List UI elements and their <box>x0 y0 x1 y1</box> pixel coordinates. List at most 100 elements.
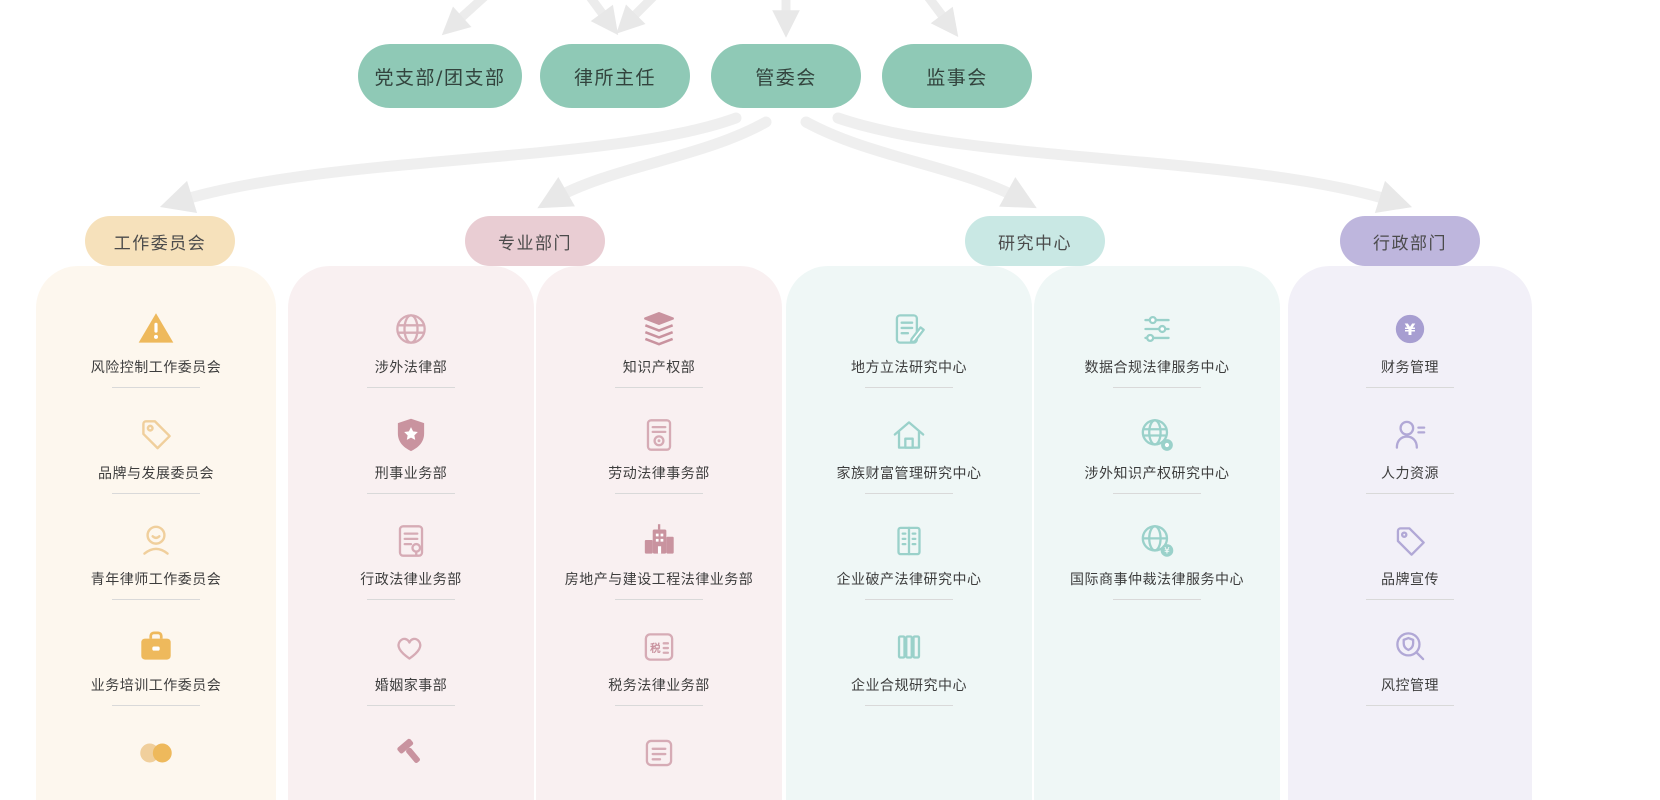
panel-committees: 风险控制工作委员会 品牌与发展委员会 青年律师工作委员会 业务培训工作委员会 <box>36 266 276 800</box>
org-item-label: 品牌与发展委员会 <box>98 466 214 482</box>
hearts-icon <box>397 637 422 660</box>
underline <box>615 493 703 494</box>
underline <box>1113 599 1201 600</box>
node-firm-director: 律所主任 <box>540 44 690 108</box>
arrow-top-3 <box>616 0 657 34</box>
sliders-icon <box>1144 315 1170 343</box>
org-item: 劳动法律事务部 <box>536 414 782 520</box>
gavel-icon <box>397 738 420 764</box>
org-item-label: 企业破产法律研究中心 <box>836 572 982 588</box>
underline <box>1366 599 1454 600</box>
underline <box>865 387 953 388</box>
org-item-label: 业务培训工作委员会 <box>90 678 222 694</box>
org-item: 地方立法研究中心 <box>786 308 1032 414</box>
document-badge-icon <box>646 419 672 451</box>
arrow-top-5 <box>924 0 959 38</box>
panel-research-right: 数据合规法律服务中心 涉外知识产权研究中心 ¥ 国际商事仲裁法律服务中心 <box>1034 266 1280 800</box>
org-item: 人力资源 <box>1288 414 1532 520</box>
org-item-label: 风控管理 <box>1381 678 1439 694</box>
org-item: ¥ 财务管理 <box>1288 308 1532 414</box>
arrow-to-research <box>800 116 1037 209</box>
underline <box>615 599 703 600</box>
books-icon <box>644 311 674 346</box>
house-icon <box>893 421 925 449</box>
org-item: 业务培训工作委员会 <box>36 626 276 732</box>
org-item-label: 涉外法律部 <box>374 360 448 376</box>
ledger-icon <box>897 526 921 556</box>
org-item-label: 刑事业务部 <box>374 466 448 482</box>
org-item: 知识产权部 <box>536 308 782 414</box>
org-item-label: 国际商事仲裁法律服务中心 <box>1070 572 1244 588</box>
underline <box>367 387 455 388</box>
org-item: 企业合规研究中心 <box>786 626 1032 732</box>
header-committees: 工作委员会 <box>85 216 235 266</box>
shield-star-icon <box>397 418 425 452</box>
org-item-label: 劳动法律事务部 <box>608 466 710 482</box>
brand-tag-icon <box>142 420 171 450</box>
org-item-label: 企业合规研究中心 <box>851 678 967 694</box>
org-item-label: 行政法律业务部 <box>360 572 462 588</box>
org-item <box>36 732 276 800</box>
briefcase-icon <box>141 631 171 660</box>
underline <box>112 493 200 494</box>
org-item: 涉外法律部 <box>288 308 534 414</box>
globe-icon <box>396 314 426 344</box>
org-item: 涉外知识产权研究中心 <box>1034 414 1280 520</box>
document-seal-icon <box>398 525 424 557</box>
svg-text:税: 税 <box>650 642 661 655</box>
org-item: 数据合规法律服务中心 <box>1034 308 1280 414</box>
org-item <box>288 732 534 800</box>
panel-departments-right: 知识产权部 劳动法律事务部 房地产与建设工程法律业务部 税 税务法律业务部 <box>536 266 782 800</box>
org-item: 品牌与发展委员会 <box>36 414 276 520</box>
org-item-label: 人力资源 <box>1381 466 1439 482</box>
org-item-label: 税务法律业务部 <box>608 678 710 694</box>
svg-text:¥: ¥ <box>1164 547 1170 557</box>
org-item: 家族财富管理研究中心 <box>786 414 1032 520</box>
arrow-to-departments <box>537 116 772 209</box>
underline <box>367 599 455 600</box>
org-item: 企业破产法律研究中心 <box>786 520 1032 626</box>
org-item-label: 地方立法研究中心 <box>851 360 967 376</box>
org-item: 税 税务法律业务部 <box>536 626 782 732</box>
org-item-label: 涉外知识产权研究中心 <box>1084 466 1230 482</box>
org-item: 房地产与建设工程法律业务部 <box>536 520 782 626</box>
org-item <box>536 732 782 800</box>
org-item-label: 风险控制工作委员会 <box>90 360 222 376</box>
org-item-label: 财务管理 <box>1381 360 1439 376</box>
underline <box>367 493 455 494</box>
tax-document-icon: 税 <box>644 633 674 661</box>
risk-search-icon <box>1396 632 1425 661</box>
org-item: 风控管理 <box>1288 626 1532 732</box>
underline <box>1366 387 1454 388</box>
tag-outline-icon <box>1396 527 1425 556</box>
svg-text:¥: ¥ <box>1405 320 1416 339</box>
underline <box>865 599 953 600</box>
underline <box>615 705 703 706</box>
warning-icon <box>138 313 174 343</box>
underline <box>865 705 953 706</box>
globe-gear-icon <box>1141 419 1173 451</box>
org-item-label: 数据合规法律服务中心 <box>1084 360 1230 376</box>
underline <box>615 387 703 388</box>
org-item-label: 品牌宣传 <box>1381 572 1439 588</box>
arrow-to-committees <box>159 112 742 214</box>
underline <box>865 493 953 494</box>
underline <box>1366 705 1454 706</box>
org-item: 行政法律业务部 <box>288 520 534 626</box>
header-departments: 专业部门 <box>465 216 605 266</box>
box-icon <box>645 739 673 767</box>
document-edit-icon <box>895 314 925 344</box>
org-item-label: 知识产权部 <box>622 360 696 376</box>
header-admin: 行政部门 <box>1340 216 1480 266</box>
building-icon <box>644 524 674 554</box>
node-management-committee: 管委会 <box>711 44 861 108</box>
header-research: 研究中心 <box>965 216 1105 266</box>
org-item: 青年律师工作委员会 <box>36 520 276 626</box>
underline <box>1113 493 1201 494</box>
underline <box>1366 493 1454 494</box>
underline <box>112 599 200 600</box>
underline <box>367 705 455 706</box>
org-item-label: 房地产与建设工程法律业务部 <box>564 572 754 588</box>
